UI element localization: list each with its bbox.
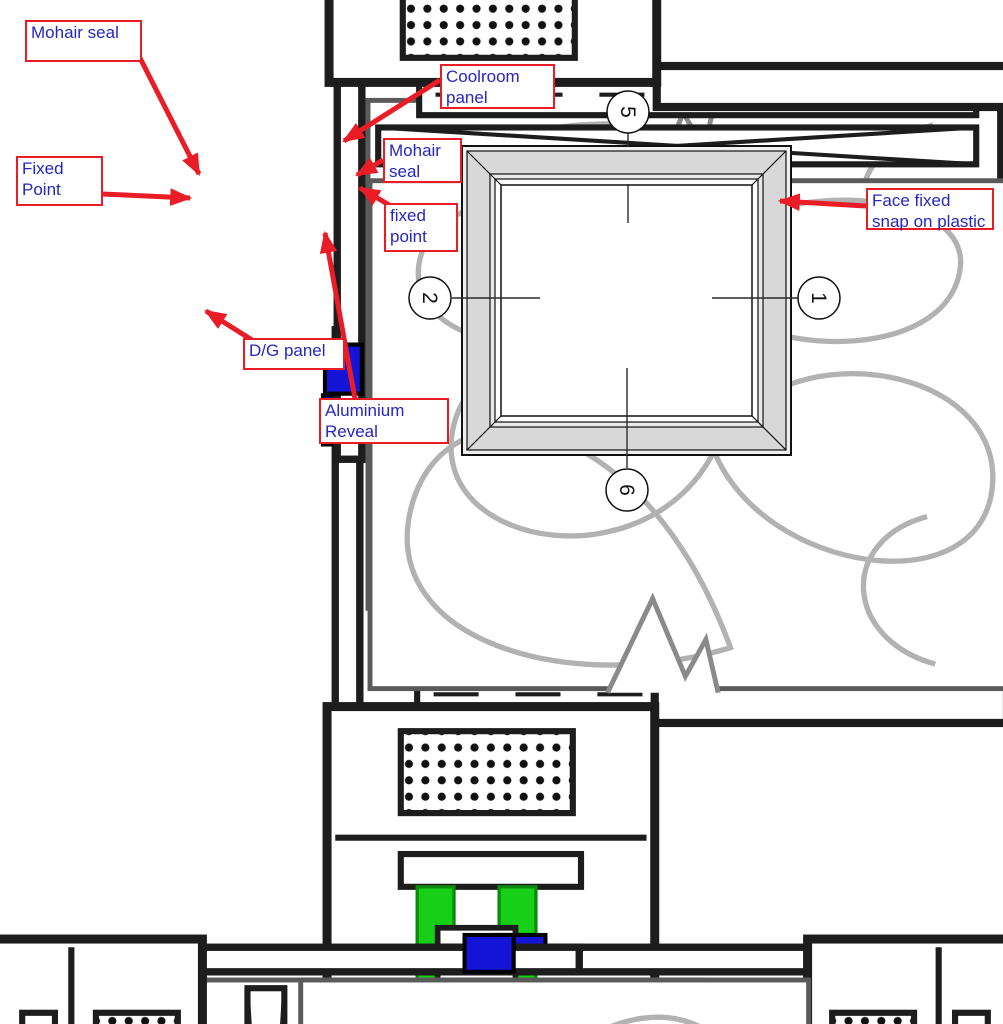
callout-text: Mohair seal: [31, 23, 119, 42]
arrow-fixed-point-left: [101, 188, 193, 206]
callout-text: fixed: [390, 206, 426, 225]
mitre-joints: [466, 150, 787, 451]
section-marker-left-number: 2: [418, 292, 441, 304]
arrow-mohair-seal-right: [355, 157, 385, 178]
section-marker-right-number: 1: [807, 292, 830, 304]
arrow-dg-panel: [204, 308, 254, 343]
callout-text: Aluminium: [325, 401, 405, 420]
arrow-mohair-seal-left: [137, 56, 202, 176]
callout-text: Fixed: [22, 159, 64, 178]
section-marker-bottom: [605, 468, 649, 512]
section-marker-right: [797, 276, 841, 320]
callout-text: D/G panel: [249, 341, 326, 360]
annotation-arrows: [101, 56, 867, 400]
section-markers: 5 2 1 6: [408, 90, 841, 512]
callout-mohair-seal-left: Mohair seal: [25, 20, 142, 62]
arrow-aluminium-reveal: [319, 230, 358, 400]
callout-text: Coolroom: [446, 67, 520, 86]
section-marker-bottom-number: 6: [615, 484, 638, 496]
callout-dg-panel: D/G panel: [243, 338, 345, 370]
section-marker-top: [606, 90, 650, 134]
section-marker-left: [408, 276, 452, 320]
frame-elevation: [461, 145, 792, 456]
section-marker-top-number: 5: [616, 106, 639, 118]
arrow-coolroom-panel: [342, 77, 442, 144]
section-cut-lines: [452, 133, 798, 468]
arrow-face-fixed: [777, 193, 867, 211]
callout-text: Mohair: [389, 141, 441, 160]
callout-text: Face fixed: [872, 191, 951, 210]
